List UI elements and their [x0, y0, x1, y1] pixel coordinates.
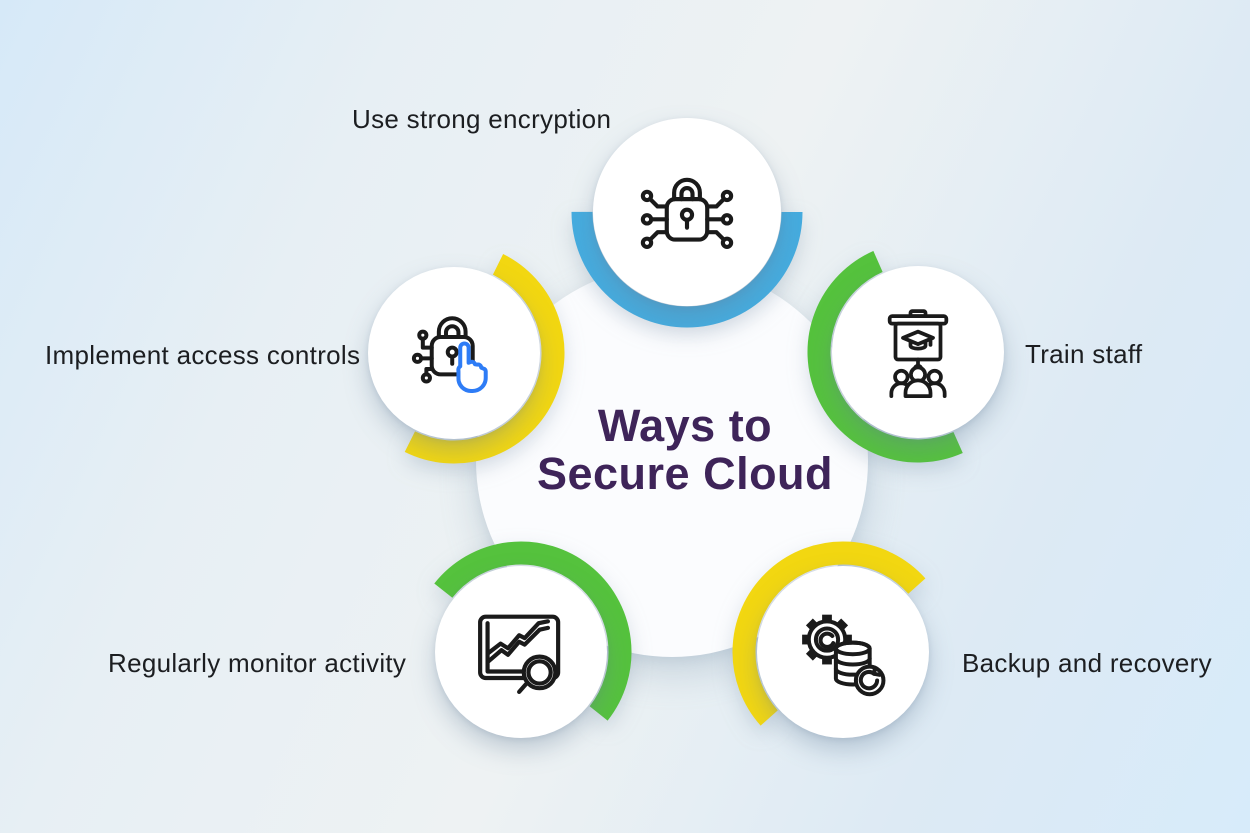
- node-circle: [368, 267, 540, 439]
- node-circle: [435, 566, 607, 738]
- pointing-hand-icon: [456, 341, 488, 393]
- page-title: Ways to Secure Cloud: [485, 402, 885, 498]
- access-control-lock-icon: [411, 316, 488, 393]
- node-backup-and-recovery: [713, 522, 973, 782]
- label-regularly-monitor-activity: Regularly monitor activity: [108, 648, 407, 678]
- encrypted-lock-icon: [640, 177, 734, 250]
- node-regularly-monitor-activity: [391, 522, 651, 782]
- label-train-staff: Train staff: [1025, 339, 1143, 369]
- node-circle: [593, 118, 781, 306]
- label-backup-and-recovery: Backup and recovery: [962, 648, 1212, 678]
- node-implement-access-controls: [324, 223, 584, 483]
- arc-blue: [571, 96, 803, 328]
- arc-ring: [732, 541, 954, 763]
- title-line-1: Ways to: [597, 400, 773, 451]
- label-use-strong-encryption: Use strong encryption: [352, 104, 612, 134]
- arc-ring: [571, 96, 803, 328]
- arc-green: [410, 541, 632, 763]
- arc-ring: [343, 242, 565, 464]
- title-line-2: Secure Cloud: [536, 448, 834, 499]
- label-implement-access-controls: Implement access controls: [45, 340, 361, 370]
- node-circle: [832, 266, 1004, 438]
- node-use-strong-encryption: [557, 82, 817, 342]
- staff-training-icon: [887, 309, 949, 399]
- arc-yellow: [343, 242, 565, 464]
- backup-recovery-icon: [802, 614, 886, 697]
- arc-yellow: [732, 541, 954, 763]
- monitor-activity-chart-icon: [478, 614, 561, 695]
- arc-ring: [807, 241, 1029, 463]
- arc-green: [807, 241, 1029, 463]
- node-train-staff: [788, 222, 1048, 482]
- arc-ring: [410, 541, 632, 763]
